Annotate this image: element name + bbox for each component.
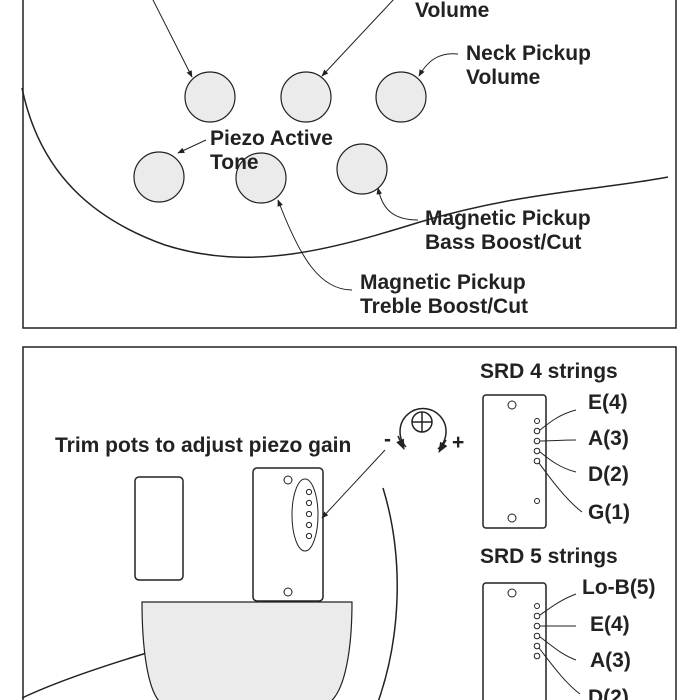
srd4-board (482, 394, 547, 529)
label-bass-2: Bass Boost/Cut (425, 231, 581, 254)
srd4-dot-top (534, 418, 540, 424)
srd5-string-a: A(3) (590, 649, 631, 672)
bottom-body-outline-right (377, 487, 398, 700)
srd4-screw-bottom (507, 513, 517, 523)
srd4-string-a: A(3) (588, 427, 629, 450)
trim-pot-1[interactable] (305, 488, 313, 496)
srd4-string-g: G(1) (588, 501, 630, 524)
leader-bass (376, 187, 419, 221)
label-treble-2: Treble Boost/Cut (360, 295, 528, 318)
srd5-pot-a[interactable] (533, 632, 541, 640)
trim-pot-3[interactable] (305, 510, 313, 518)
srd4-dot-bottom (534, 498, 540, 504)
srd5-string-lob: Lo-B(5) (582, 576, 655, 599)
label-volume: Volume (415, 0, 489, 22)
trim-pot-2[interactable] (305, 499, 313, 507)
srd5-screw-top (507, 588, 517, 598)
srd5-board (482, 582, 547, 700)
srd5-pot-g[interactable] (533, 652, 541, 660)
preamp-screw-top (283, 475, 293, 485)
leader-volume (321, 0, 394, 77)
label-piezo-tone-1: Piezo Active (210, 127, 333, 150)
srd4-pot-e[interactable] (533, 427, 541, 435)
label-neck-volume-2: Volume (466, 66, 540, 89)
srd4-title: SRD 4 strings (480, 360, 618, 383)
srd5-pot-lob[interactable] (533, 612, 541, 620)
bottom-panel: Trim pots to adjust piezo gain - + SRD 4… (21, 346, 677, 700)
label-piezo-tone-2: Tone (210, 151, 259, 174)
label-plus: + (452, 431, 464, 454)
knob-bass[interactable] (336, 143, 388, 195)
trim-pot-4[interactable] (305, 521, 313, 529)
preamp-screw-bottom (283, 587, 293, 597)
leader-piezo-tone (177, 139, 207, 154)
leader-treble (277, 199, 353, 291)
srd5-pot-d[interactable] (533, 642, 541, 650)
srd4-screw-top (507, 400, 517, 410)
srd4-leader-e (539, 409, 577, 431)
srd4-pot-d[interactable] (533, 447, 541, 455)
srd4-leader-g (538, 462, 583, 513)
srd4-group: SRD 4 strings E(4) A(3) D(2) G(1) (480, 360, 630, 529)
bridge-piece (141, 601, 353, 700)
trim-pot-5[interactable] (305, 532, 313, 540)
srd5-string-e: E(4) (590, 613, 630, 636)
label-bass-1: Magnetic Pickup (425, 207, 591, 230)
srd4-leader-a (539, 439, 577, 442)
knob-treble[interactable] (235, 152, 287, 204)
label-trim-pots: Trim pots to adjust piezo gain (55, 434, 351, 457)
neck-pickup-rect (134, 476, 184, 581)
top-panel: Volume Neck Pickup Volume Piezo Active T… (21, 0, 677, 329)
srd5-title: SRD 5 strings (480, 545, 618, 568)
bottom-panel-frame (22, 346, 677, 700)
srd5-leader-a (539, 636, 577, 661)
srd4-string-e: E(4) (588, 391, 628, 414)
bottom-body-outline-left (21, 651, 151, 699)
label-treble-1: Magnetic Pickup (360, 271, 526, 294)
top-body-outline (21, 87, 669, 258)
label-neck-volume-1: Neck Pickup (466, 42, 591, 65)
srd5-leader-d (538, 647, 581, 695)
srd5-pot-e[interactable] (533, 622, 541, 630)
srd5-string-d: D(2) (588, 686, 629, 700)
trim-pot-group (291, 478, 319, 552)
srd5-dot-top (534, 603, 540, 609)
leader-top-left (152, 0, 193, 78)
srd4-pot-a[interactable] (533, 437, 541, 445)
top-panel-frame (22, 0, 677, 329)
knob-top-middle[interactable] (280, 71, 332, 123)
preamp-board (252, 467, 324, 602)
label-minus: - (384, 428, 391, 451)
srd5-leader-lob (539, 593, 577, 616)
leader-neck-volume (418, 53, 459, 77)
knob-neck-volume[interactable] (375, 71, 427, 123)
rotation-direction-icon (396, 407, 448, 453)
leader-trim-pots (321, 449, 386, 519)
knob-top-left[interactable] (184, 71, 236, 123)
knob-piezo-tone[interactable] (133, 151, 185, 203)
srd4-leader-d (539, 451, 577, 473)
srd5-group: SRD 5 strings Lo-B(5) E(4) A(3) D(2) (480, 545, 655, 700)
srd4-pot-g[interactable] (533, 457, 541, 465)
srd4-string-d: D(2) (588, 463, 629, 486)
